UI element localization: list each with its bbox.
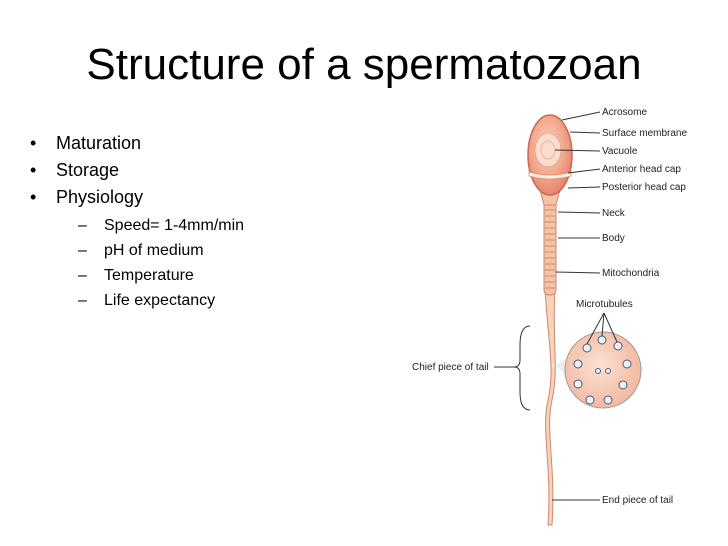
microtubule-doublets <box>573 335 632 405</box>
label-chief-piece: Chief piece of tail <box>412 362 489 373</box>
sub-bullet-text: Temperature <box>104 267 194 284</box>
label-microtubules: Microtubules <box>576 299 633 310</box>
bullet-list: • Maturation • Storage • Physiology –Speed=… <box>30 130 244 313</box>
bullet-item: • Physiology –Speed= 1-4mm/min –pH of med… <box>30 184 244 313</box>
label-mitochondria: Mitochondria <box>602 268 660 279</box>
label-end-piece: End piece of tail <box>602 495 673 506</box>
bullet-text: Physiology <box>56 187 144 207</box>
sperm-body <box>543 199 557 296</box>
sub-bullet-item: –Life expectancy <box>78 292 216 309</box>
bullet-dot: • <box>30 160 37 180</box>
sub-bullet-text: Life expectancy <box>104 292 216 309</box>
sub-bullet-item: –Speed= 1-4mm/min <box>78 217 245 234</box>
bullet-text: Storage <box>56 160 120 180</box>
mitochondria-bands <box>545 209 555 289</box>
label-acrosome: Acrosome <box>602 107 647 118</box>
bullet-dot: • <box>30 133 37 153</box>
sub-bullet-text: pH of medium <box>104 242 204 259</box>
bullet-dot: • <box>30 187 37 207</box>
sub-bullet-item: –pH of medium <box>78 242 204 259</box>
label-body: Body <box>602 233 625 244</box>
bullet-item: • Storage <box>30 157 244 184</box>
label-neck: Neck <box>602 208 626 219</box>
sub-bullet-text: Speed= 1-4mm/min <box>104 217 245 234</box>
slide-title: Structure of a spermatozoan <box>86 40 642 89</box>
sub-bullet-list: –Speed= 1-4mm/min –pH of medium –Tempera… <box>56 213 244 313</box>
sperm-tail <box>544 289 556 526</box>
leader-lines <box>494 111 618 501</box>
label-vacuole: Vacuole <box>602 146 638 157</box>
label-surface-membrane: Surface membrane <box>602 128 687 139</box>
label-anterior-head-cap: Anterior head cap <box>602 164 681 175</box>
bullet-item: • Maturation <box>30 130 244 157</box>
anterior-head-cap-band <box>528 171 572 180</box>
bullet-text: Maturation <box>56 133 142 153</box>
sub-bullet-item: –Temperature <box>78 267 194 284</box>
label-posterior-head-cap: Posterior head cap <box>602 182 686 193</box>
